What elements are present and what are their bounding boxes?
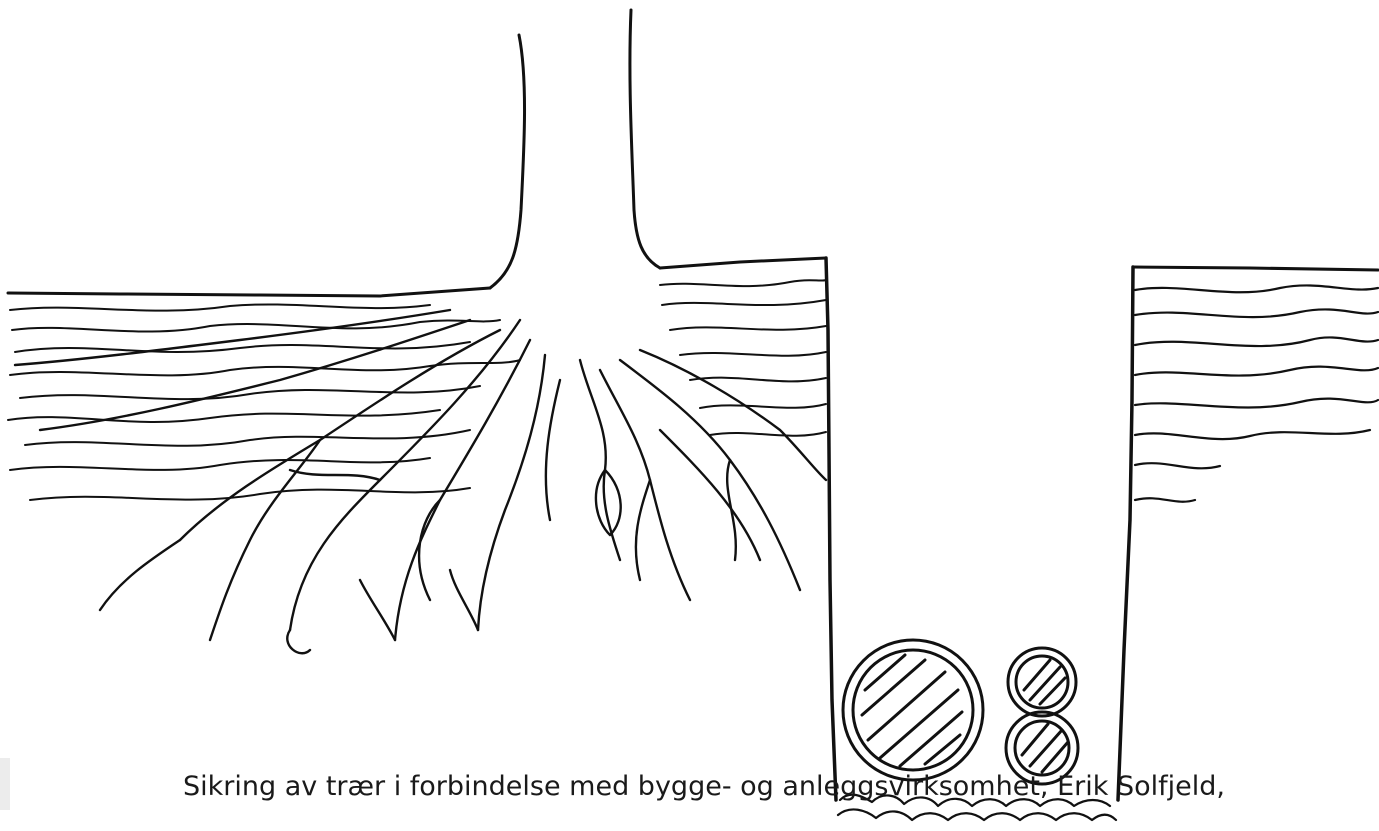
roots-right bbox=[1135, 285, 1378, 501]
ground-surface bbox=[8, 258, 1378, 296]
pipes bbox=[843, 640, 1078, 784]
soil-layers-left bbox=[8, 280, 826, 500]
tree-roots bbox=[15, 310, 826, 653]
trench bbox=[826, 258, 1133, 800]
figure-caption: Sikring av trær i forbindelse med bygge-… bbox=[183, 771, 1225, 802]
tree-trunk bbox=[490, 10, 660, 288]
edge-strip bbox=[0, 758, 10, 810]
